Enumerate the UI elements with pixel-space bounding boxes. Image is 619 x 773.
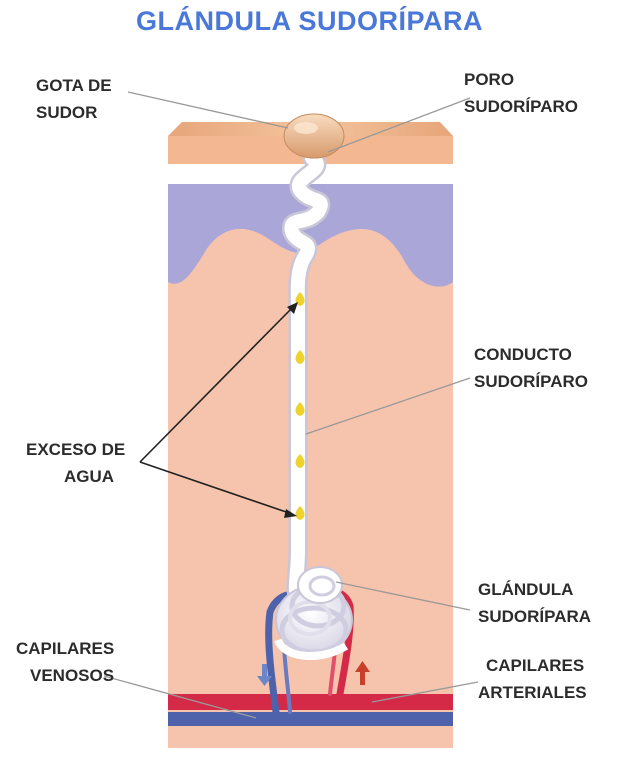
label-glandula-line2: SUDORÍPARA [478,603,591,630]
label-poro-sudoriparo: PORO SUDORÍPARO [464,66,578,120]
label-gota-line2: SUDOR [36,99,112,126]
label-exceso-line2: AGUA [26,463,125,490]
label-arteriales-line1: CAPILARES [478,652,587,679]
label-capilares-venosos: CAPILARES VENOSOS [16,635,114,689]
label-glandula-sudoripara: GLÁNDULA SUDORÍPARA [478,576,591,630]
label-venosos-line1: CAPILARES [16,635,114,662]
label-exceso-de-agua: EXCESO DE AGUA [26,436,125,490]
label-exceso-line1: EXCESO DE [26,436,125,463]
label-capilares-arteriales: CAPILARES ARTERIALES [478,652,587,706]
label-conducto-line1: CONDUCTO [474,341,588,368]
label-conducto-line2: SUDORÍPARO [474,368,588,395]
label-conducto-sudoriparo: CONDUCTO SUDORÍPARO [474,341,588,395]
label-glandula-line1: GLÁNDULA [478,576,591,603]
label-gota-line1: GOTA DE [36,72,112,99]
label-gota-de-sudor: GOTA DE SUDOR [36,72,112,126]
sweat-drop [284,114,344,158]
vein-band [168,712,453,726]
label-arteriales-line2: ARTERIALES [478,679,587,706]
label-poro-line1: PORO [464,66,578,93]
dermis-bottom [168,726,453,748]
label-venosos-line2: VENOSOS [16,662,114,689]
artery-band [168,694,453,710]
label-poro-line2: SUDORÍPARO [464,93,578,120]
